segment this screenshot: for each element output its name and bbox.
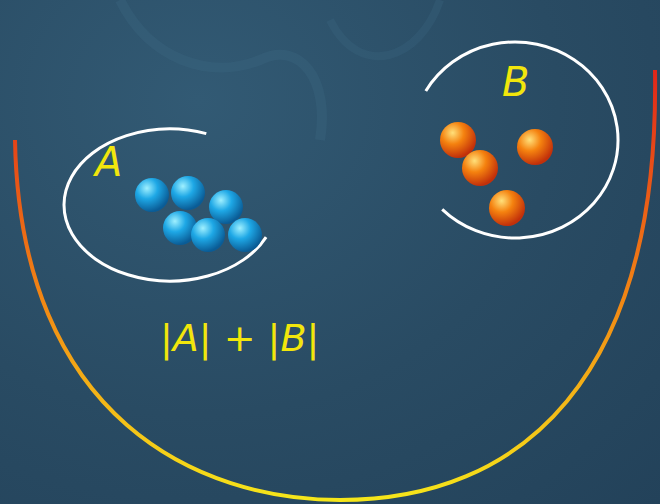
set-label: A (95, 140, 122, 184)
set-a: A (62, 125, 282, 285)
set-b: B (380, 30, 620, 245)
set-label: |A| + |B| (160, 318, 319, 360)
set-label: B (502, 60, 529, 104)
set-b-outline (380, 30, 620, 245)
